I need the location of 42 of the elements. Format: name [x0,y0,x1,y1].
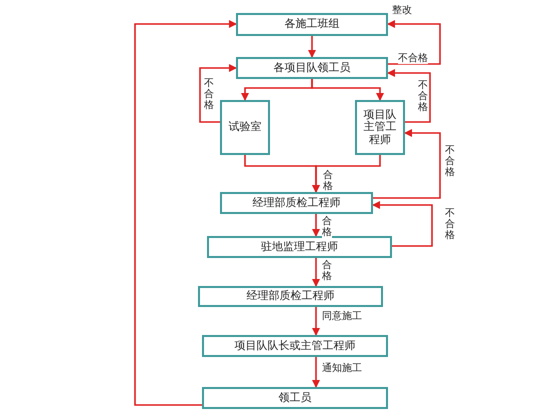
edge-label: 通知施工 [322,364,362,374]
box-label: 试验室 [228,121,262,134]
edge-label: 不合格 [204,78,214,111]
edge-label: 同意施工 [322,312,362,322]
process-box [207,236,392,258]
edge-label: 不合格 [445,145,455,178]
edge-label: 合格 [322,216,332,238]
process-box [202,387,388,409]
box-label: 各施工班组 [284,18,340,31]
arrow [312,258,320,287]
box-label: 经理部质检工程师 [246,290,334,303]
process-box [202,335,388,357]
box-label: 经理部质检工程师 [252,196,340,210]
arrow [312,357,320,388]
arrow [311,79,384,101]
edge-label: 不合格 [418,80,428,113]
arrow [387,69,431,123]
process-box [236,13,388,36]
process-box [236,57,388,79]
edge-label: 不合格 [398,54,428,64]
arrow [312,307,320,336]
process-box [220,192,373,214]
arrow [312,214,320,237]
box-label: 项目队队长或主管工程师 [234,340,356,352]
process-box [355,100,405,155]
box-label: 各项目队领工员 [274,62,350,74]
note-label: 整改 [392,6,412,16]
arrow [134,20,237,406]
arrow [308,36,316,58]
arrow [387,20,441,65]
box-label: 项目队主管工程师 [364,108,396,146]
process-box [198,286,383,307]
arrow [373,129,441,199]
arrow [372,201,433,247]
box-label: 领工员 [278,392,312,404]
process-box [220,100,270,155]
edge-label: 合格 [322,260,332,282]
arrow [312,155,381,193]
edge-label: 合格 [323,170,333,192]
arrow [199,64,237,123]
edge-label: 不合格 [445,208,455,241]
box-label: 驻地监理工程师 [261,240,338,254]
